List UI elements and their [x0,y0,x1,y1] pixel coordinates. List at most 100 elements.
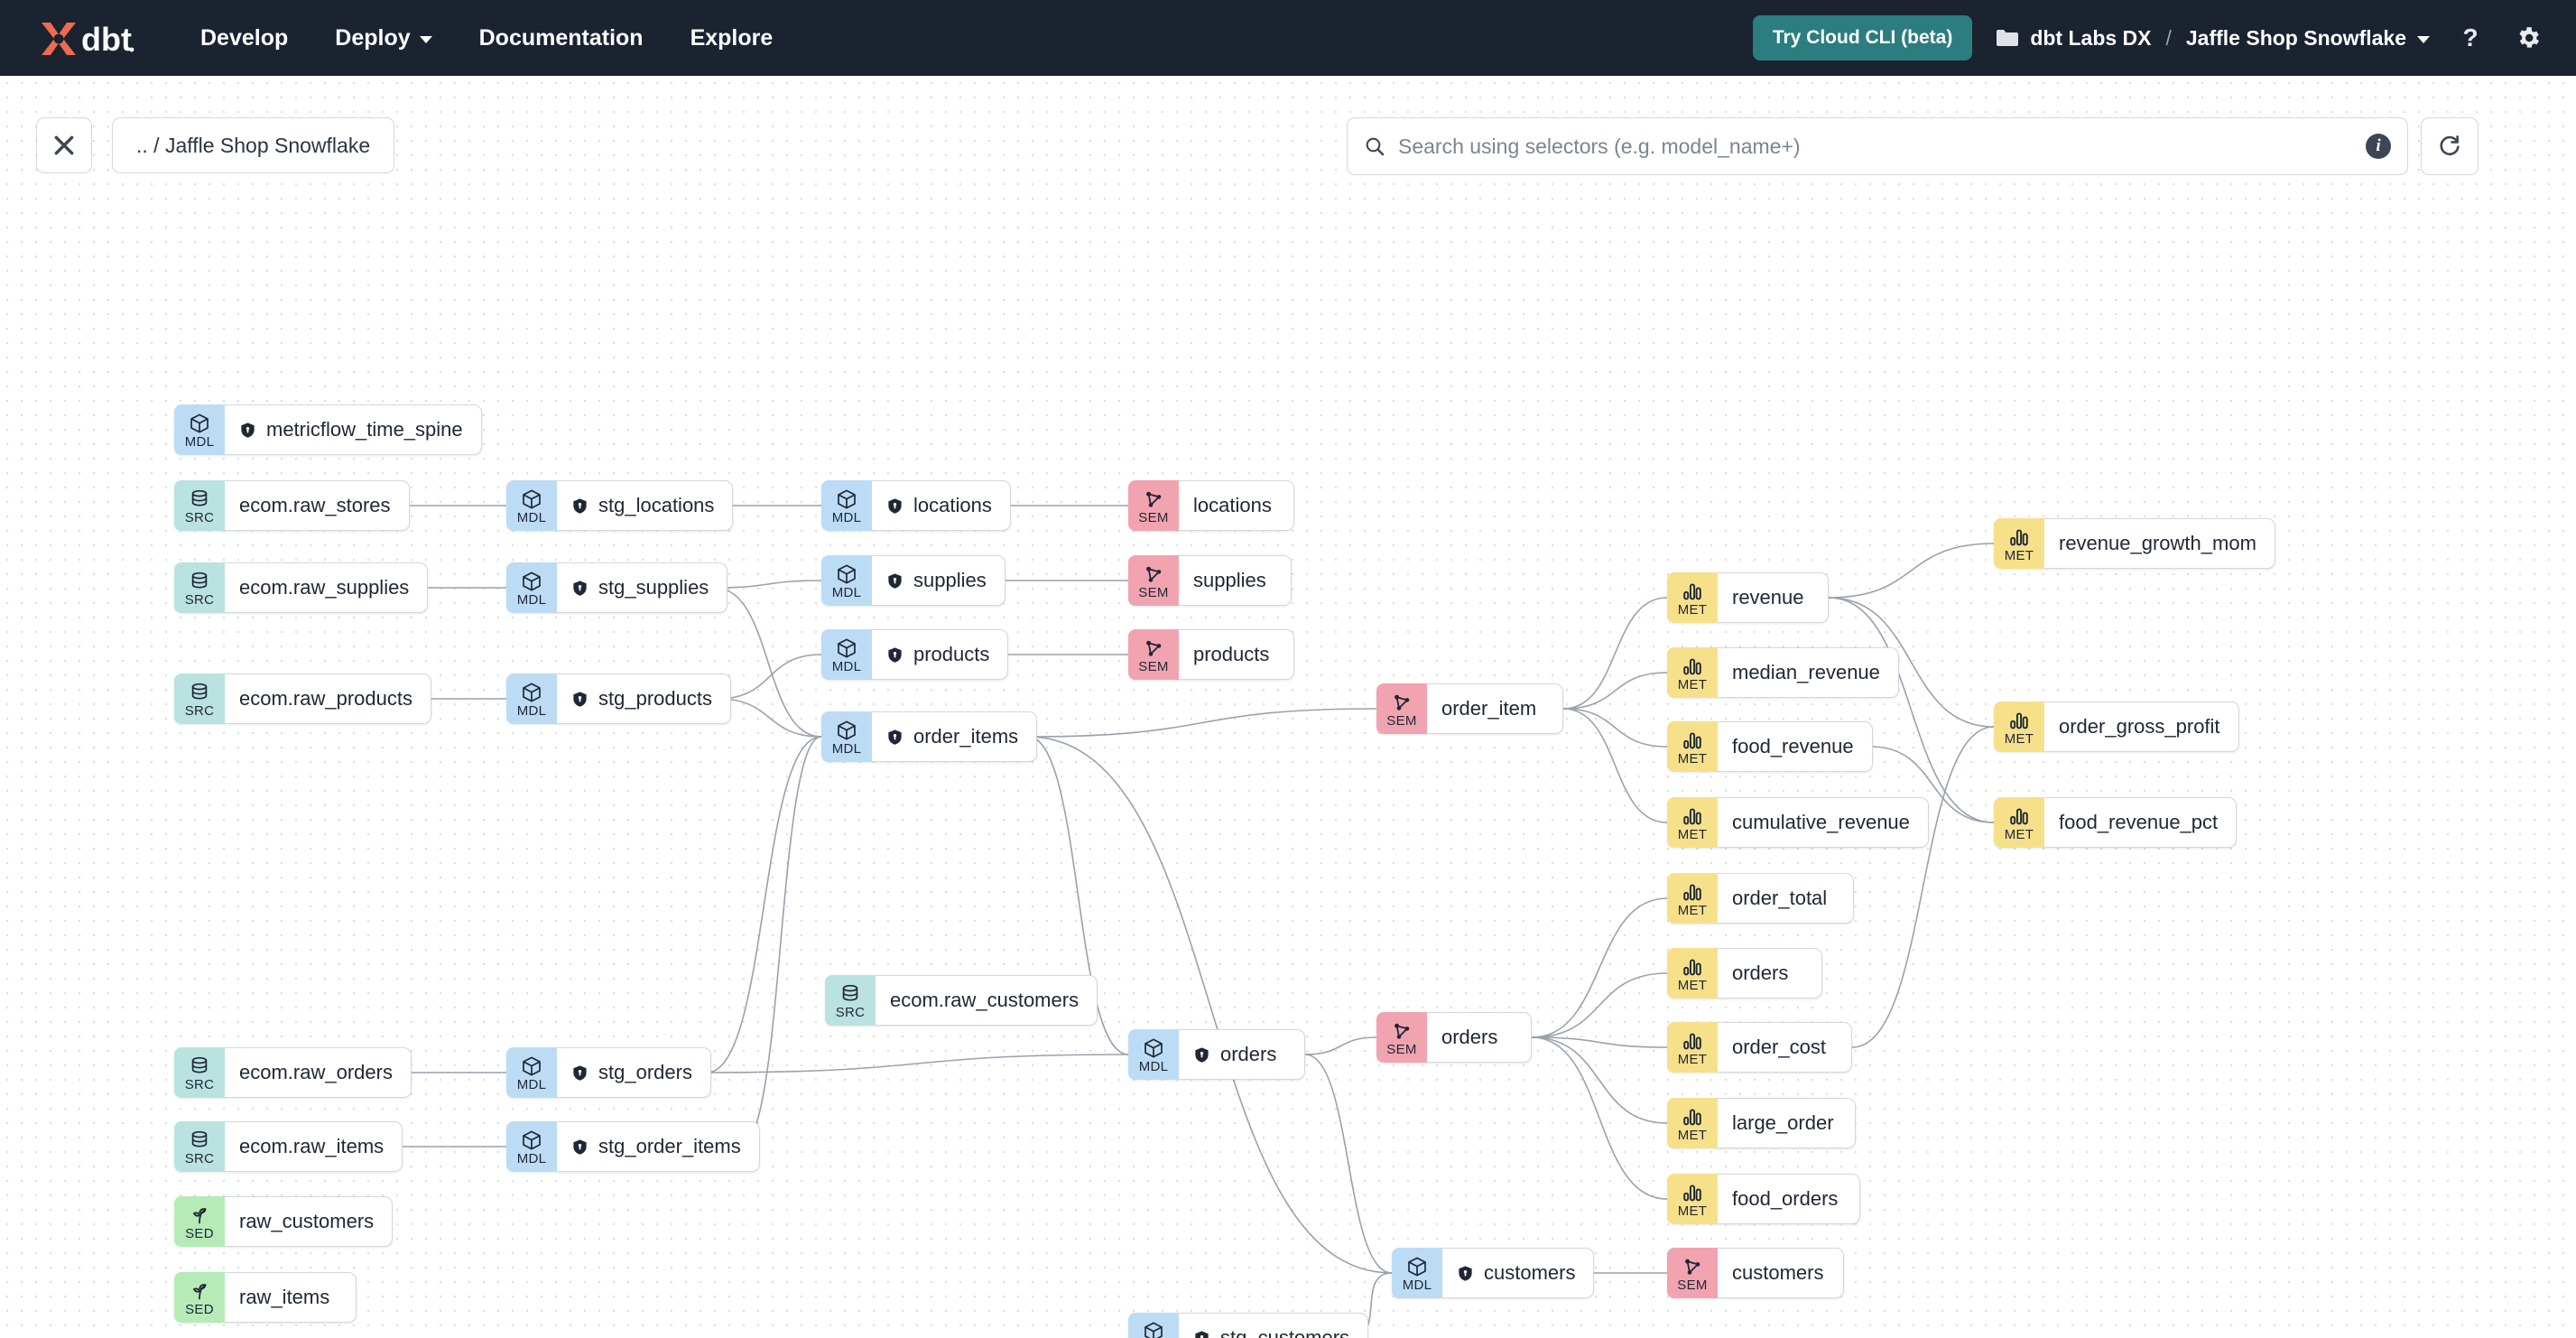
graph-nodes-icon [1143,637,1164,659]
node-type-label: SED [185,1302,214,1317]
node-label: stg_customers [1220,1326,1350,1338]
graph-node-stg_products[interactable]: MDL stg_products [506,674,731,724]
node-label: ecom.raw_stores [239,494,391,516]
help-icon[interactable]: ? [2453,21,2488,55]
node-type-badge-met: MET [1667,647,1718,698]
node-label: ecom.raw_products [239,687,412,710]
nav-item-documentation[interactable]: Documentation [456,16,667,60]
node-type-label: MDL [1138,1059,1169,1074]
node-type-label: MDL [516,703,547,719]
node-body: ecom.raw_customers [876,975,1098,1026]
nav-item-develop[interactable]: Develop [177,16,311,60]
node-body: products [872,629,1009,680]
node-type-label: SRC [184,510,215,525]
project-chevron-down-icon[interactable] [2417,36,2430,43]
edge-stg_products-to-mdl_products [717,654,822,700]
edge-sem_order_item-to-met_median_revenue [1562,672,1668,710]
nav-item-deploy[interactable]: Deploy [311,16,455,60]
node-body: stg_locations [557,480,734,531]
shield-lock-icon [1193,1046,1210,1064]
node-type-label: MET [1677,602,1708,618]
sprout-icon [189,1280,210,1302]
node-label: supplies [913,569,987,591]
graph-node-src_stores[interactable]: SRC ecom.raw_stores [174,480,410,531]
graph-node-met_revenue[interactable]: MET revenue [1667,572,1829,623]
breadcrumb-account[interactable]: dbt Labs DX [2030,25,2152,50]
graph-nodes-icon [1391,1020,1413,1042]
try-cloud-cli-button[interactable]: Try Cloud CLI (beta) [1752,15,1973,60]
project-breadcrumb-pill[interactable]: .. / Jaffle Shop Snowflake [112,117,395,173]
node-type-badge-met: MET [1994,702,2044,752]
graph-node-mdl_products[interactable]: MDL products [821,629,1009,680]
node-type-label: MET [1677,1128,1708,1143]
close-button[interactable] [36,117,92,173]
node-body: orders [1427,1012,1532,1063]
edge-mdl_orders-to-mdl_customers [1304,1054,1393,1274]
node-type-label: MDL [831,659,862,674]
node-label: products [913,643,990,665]
search-box[interactable]: i [1347,117,2408,175]
nav-item-explore[interactable]: Explore [667,16,797,60]
graph-nodes-icon [1391,692,1413,713]
cube-icon [189,413,210,434]
edge-met_revenue-to-met_food_revenue_pct [1828,597,1995,823]
search-input[interactable] [1398,134,2366,159]
node-label: order_items [913,725,1019,748]
node-body: stg_products [557,674,731,724]
edge-mdl_order_items-to-sem_order_item [1027,708,1377,738]
node-body: revenue [1718,572,1829,623]
node-body: order_cost [1718,1022,1852,1073]
node-type-badge-met: MET [1667,721,1718,772]
chevron-down-icon [419,36,432,43]
node-body: stg_customers [1179,1313,1369,1338]
edge-sem_orders-to-met_order_total [1531,897,1668,1038]
info-icon[interactable]: i [2366,134,2391,159]
database-icon [189,488,210,510]
database-icon [189,571,210,592]
node-label: ecom.raw_orders [239,1061,393,1083]
gear-icon[interactable] [2511,21,2545,55]
edge-sem_order_item-to-met_cumulative_revenue [1562,708,1668,823]
node-type-badge-met: MET [1667,797,1718,848]
dbt-logo[interactable]: dbt [36,17,137,59]
breadcrumb-project[interactable]: Jaffle Shop Snowflake [2185,25,2406,50]
refresh-button[interactable] [2421,117,2479,175]
edge-sem_orders-to-met_food_orders [1531,1036,1668,1200]
